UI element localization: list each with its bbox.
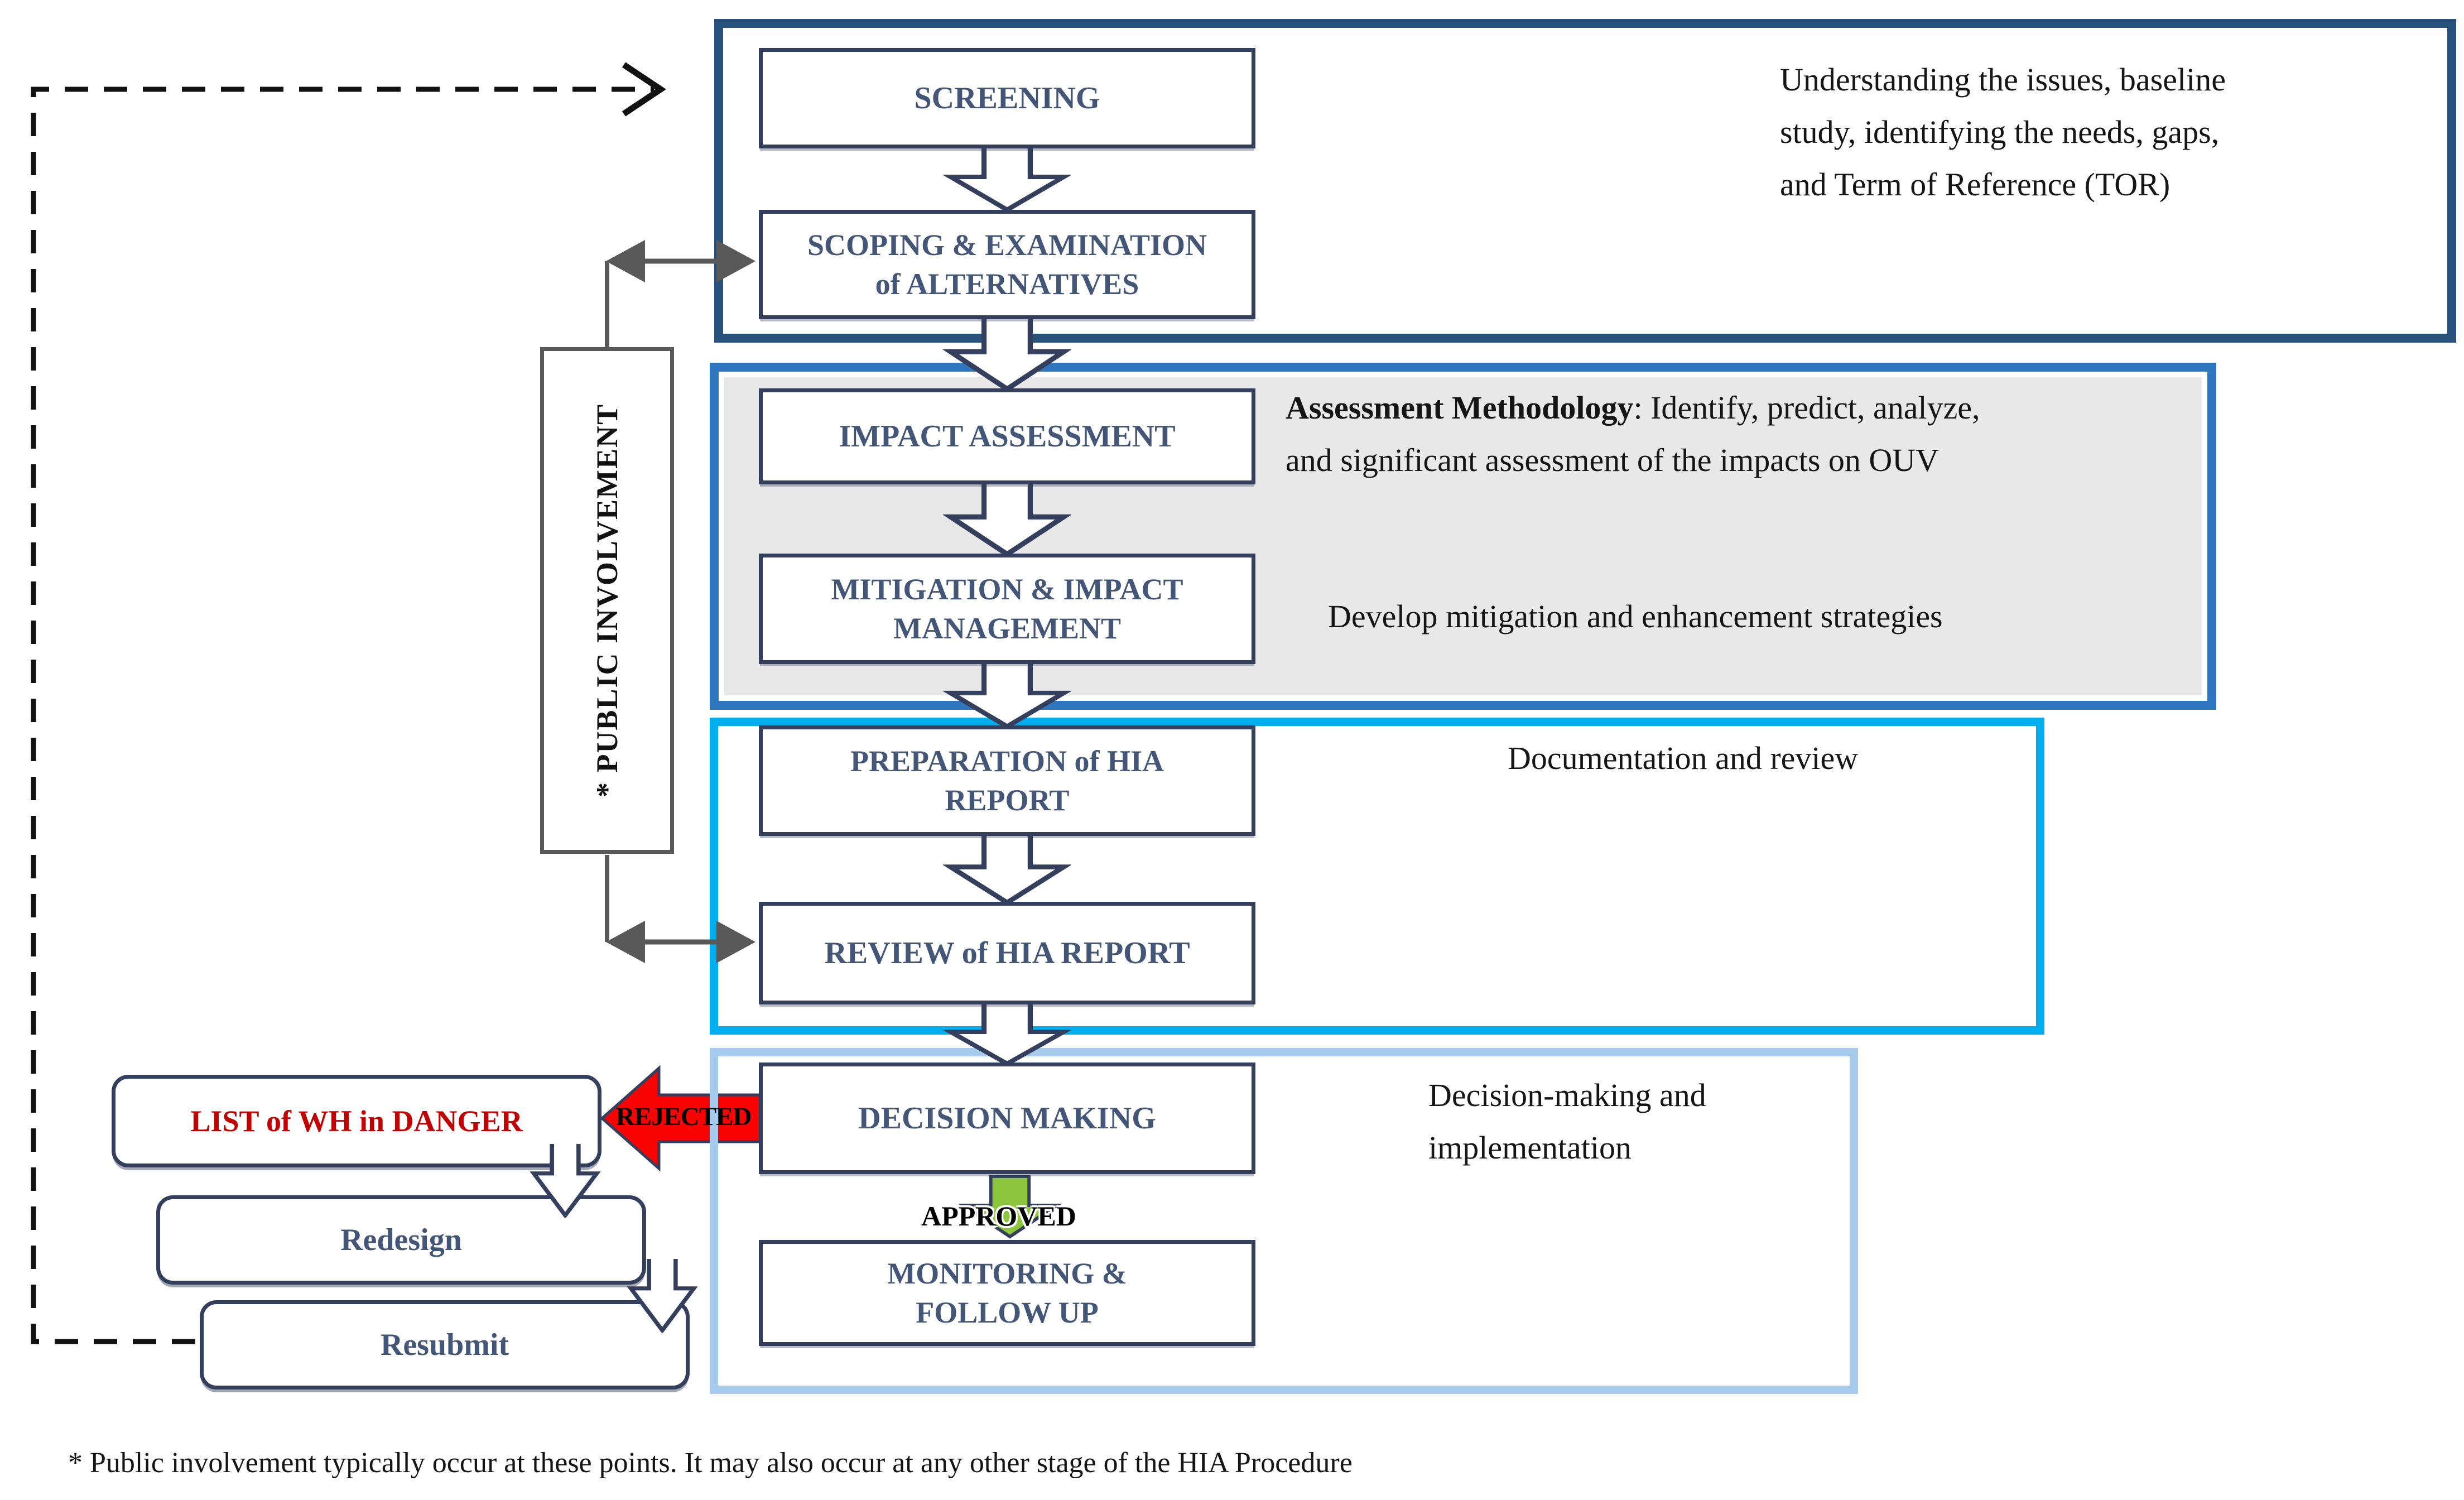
- down-arrow-icon: [943, 482, 1071, 557]
- annotation-line: study, identifying the needs, gaps,: [1780, 113, 2220, 150]
- review-label: REVIEW of HIA REPORT: [824, 935, 1190, 970]
- annotation-line: implementation: [1428, 1129, 1632, 1166]
- scoping-box: SCOPING & EXAMINATION of ALTERNATIVES: [759, 210, 1255, 319]
- down-arrow-icon: [943, 146, 1071, 213]
- resubmit-label: Resubmit: [380, 1328, 509, 1362]
- scoping-label-line2: of ALTERNATIVES: [875, 267, 1139, 301]
- annotation-line: Understanding the issues, baseline: [1780, 61, 2226, 98]
- down-arrow-icon: [943, 317, 1071, 392]
- list-wh-danger-label: LIST of WH in DANGER: [190, 1104, 523, 1138]
- monitoring-box: MONITORING & FOLLOW UP: [759, 1240, 1255, 1346]
- resubmit-box: Resubmit: [200, 1300, 690, 1390]
- public-involvement-box: * PUBLIC INVOLVEMENT: [540, 347, 674, 854]
- mitigation-box: MITIGATION & IMPACT MANAGEMENT: [759, 554, 1255, 664]
- public-involvement-label: * PUBLIC INVOLVEMENT: [590, 403, 624, 798]
- section-border-overlap: [710, 1064, 718, 1173]
- down-arrow-icon: [943, 662, 1071, 729]
- decision-making-label: DECISION MAKING: [858, 1100, 1156, 1136]
- down-arrow-icon: [530, 1144, 601, 1218]
- screening-label: SCREENING: [914, 80, 1100, 116]
- annotation-line: Documentation and review: [1508, 740, 1859, 776]
- preparation-label-line1: PREPARATION of HIA: [850, 744, 1164, 778]
- mitigation-label-line1: MITIGATION & IMPACT: [831, 572, 1183, 606]
- annotation-line: and significant assessment of the impact…: [1286, 441, 1940, 478]
- preparation-label-line2: REPORT: [945, 783, 1070, 817]
- approved-arrow-icon: [957, 1175, 1062, 1239]
- annotation-line: and Term of Reference (TOR): [1780, 166, 2171, 203]
- monitoring-label-line1: MONITORING &: [887, 1256, 1127, 1290]
- down-arrow-icon: [943, 1002, 1071, 1066]
- scoping-label-line1: SCOPING & EXAMINATION: [807, 228, 1207, 262]
- approved-label: APPROVED: [921, 1200, 1076, 1232]
- mitigation-label-line2: MANAGEMENT: [893, 612, 1121, 645]
- mitigation-annotation: Develop mitigation and enhancement strat…: [1328, 590, 1943, 643]
- assessment-methodology-bold: Assessment Methodology: [1286, 390, 1634, 426]
- rejected-label: REJECTED: [615, 1102, 752, 1131]
- redesign-label: Redesign: [340, 1223, 462, 1257]
- left-arrowhead-icon: [606, 921, 645, 963]
- monitoring-label-line2: FOLLOW UP: [916, 1296, 1099, 1329]
- assessment-rest: : Identify, predict, analyze,: [1633, 390, 1980, 426]
- impact-assessment-box: IMPACT ASSESSMENT: [759, 388, 1255, 484]
- feedback-arrowhead-icon: [622, 62, 666, 117]
- down-arrow-icon: [943, 834, 1071, 906]
- footnote: * Public involvement typically occur at …: [68, 1447, 1353, 1479]
- review-box: REVIEW of HIA REPORT: [759, 902, 1255, 1004]
- list-wh-danger-box: LIST of WH in DANGER: [112, 1075, 601, 1167]
- impact-assessment-label: IMPACT ASSESSMENT: [839, 419, 1176, 454]
- screening-box: SCREENING: [759, 48, 1255, 148]
- decision-making-box: DECISION MAKING: [759, 1062, 1255, 1174]
- documentation-annotation: Documentation and review: [1508, 732, 1858, 785]
- decision-annotation: Decision-making and implementation: [1428, 1069, 1706, 1174]
- left-arrowhead-icon: [606, 240, 645, 282]
- assessment-annotation: Assessment Methodology: Identify, predic…: [1286, 382, 1980, 487]
- down-arrow-icon: [627, 1259, 698, 1333]
- screening-annotation: Understanding the issues, baseline study…: [1780, 54, 2226, 211]
- preparation-box: PREPARATION of HIA REPORT: [759, 725, 1255, 836]
- annotation-line: Develop mitigation and enhancement strat…: [1328, 598, 1943, 634]
- annotation-line: Decision-making and: [1428, 1077, 1706, 1113]
- annotation-line: Assessment Methodology: Identify, predic…: [1286, 382, 1980, 434]
